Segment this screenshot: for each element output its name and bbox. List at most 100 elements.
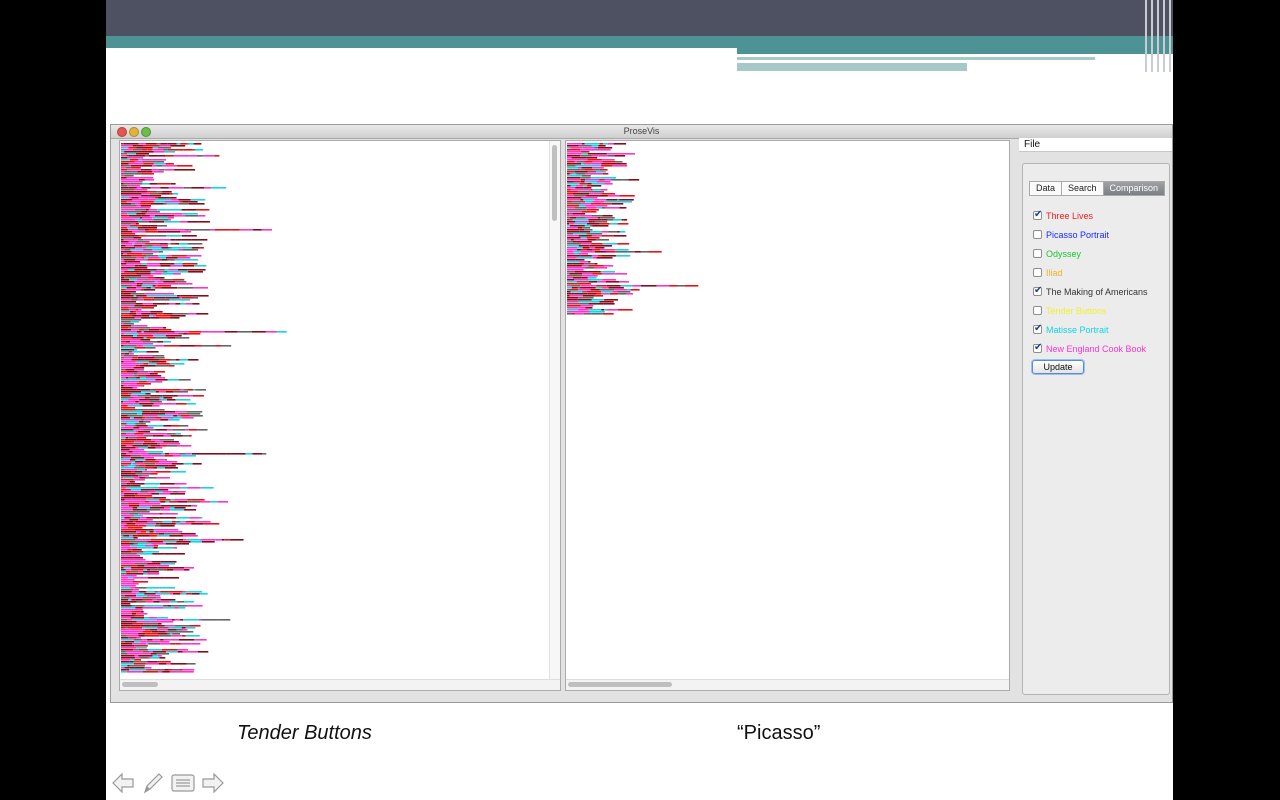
close-window-button[interactable] [117, 127, 127, 137]
document-checkbox-row[interactable]: Three Lives [1033, 206, 1148, 225]
menu-icon[interactable] [170, 770, 196, 796]
arrow-left-icon[interactable] [110, 770, 136, 796]
word-mark [121, 481, 128, 483]
word-mark [142, 471, 156, 473]
tab-search[interactable]: Search [1061, 181, 1103, 196]
word-mark [166, 433, 173, 435]
word-mark [129, 629, 145, 631]
word-mark [136, 331, 142, 333]
word-mark [159, 359, 171, 361]
word-mark [253, 229, 259, 231]
word-mark [189, 201, 198, 203]
word-mark [121, 167, 126, 169]
word-mark [179, 669, 183, 671]
word-mark [152, 315, 156, 317]
word-mark [186, 605, 203, 607]
horizontal-scrollbar[interactable] [120, 679, 560, 690]
document-checkbox-row[interactable]: Matisse Portrait [1033, 320, 1148, 339]
word-mark [121, 247, 125, 249]
word-mark [145, 601, 154, 603]
word-mark [172, 215, 175, 217]
word-mark [144, 545, 154, 547]
checkbox[interactable] [1033, 230, 1042, 239]
word-mark [175, 403, 187, 405]
scroll-thumb[interactable] [122, 682, 158, 687]
scroll-thumb[interactable] [568, 682, 672, 687]
word-mark [571, 293, 575, 295]
word-mark [121, 633, 125, 635]
word-mark [600, 189, 608, 191]
word-mark [134, 349, 138, 351]
checkbox[interactable] [1033, 306, 1042, 315]
word-mark [121, 213, 128, 215]
word-mark [601, 245, 612, 247]
word-mark [121, 375, 135, 377]
word-mark [578, 307, 586, 309]
word-mark [132, 507, 138, 509]
word-mark [599, 301, 614, 303]
word-mark [125, 583, 139, 585]
checkbox[interactable] [1033, 323, 1042, 334]
word-mark [601, 309, 604, 311]
word-mark [173, 455, 182, 457]
file-menu[interactable]: File [1019, 138, 1172, 152]
word-mark [169, 535, 183, 537]
word-mark [572, 193, 579, 195]
tab-data[interactable]: Data [1029, 181, 1062, 196]
update-button[interactable]: Update [1032, 360, 1084, 374]
word-mark [136, 531, 141, 533]
arrow-right-icon[interactable] [200, 770, 226, 796]
word-mark [573, 239, 577, 241]
word-mark [172, 193, 179, 195]
document-checkbox-row[interactable]: Tender Buttons [1033, 301, 1148, 320]
word-mark [601, 203, 612, 205]
checkbox[interactable] [1033, 209, 1042, 220]
word-mark [123, 253, 127, 255]
word-mark [130, 433, 135, 435]
word-mark [222, 539, 225, 541]
word-mark [168, 443, 180, 445]
word-mark [142, 341, 157, 343]
word-mark [121, 551, 132, 553]
visualization-pane-left[interactable] [119, 140, 561, 691]
word-mark [184, 229, 190, 231]
word-mark [574, 279, 589, 281]
word-mark [121, 267, 134, 269]
checkbox[interactable] [1033, 342, 1042, 353]
word-mark [134, 515, 143, 517]
zoom-window-button[interactable] [141, 127, 151, 137]
word-mark [588, 303, 604, 305]
word-mark [134, 325, 148, 327]
word-mark [130, 249, 136, 251]
word-mark [162, 165, 177, 167]
horizontal-scrollbar[interactable] [566, 679, 1009, 690]
word-mark [170, 633, 173, 635]
minimize-window-button[interactable] [129, 127, 139, 137]
word-mark [144, 305, 157, 307]
word-mark [167, 379, 179, 381]
scroll-thumb[interactable] [552, 145, 557, 221]
pen-icon[interactable] [140, 770, 166, 796]
word-mark [165, 413, 178, 415]
word-mark [141, 219, 154, 221]
word-mark [157, 313, 164, 315]
word-mark [574, 253, 579, 255]
document-checkbox-row[interactable]: New England Cook Book [1033, 339, 1148, 358]
checkbox[interactable] [1033, 249, 1042, 258]
document-label: Tender Buttons [1046, 305, 1107, 316]
word-mark [140, 169, 144, 171]
word-mark [121, 223, 132, 225]
checkbox[interactable] [1033, 285, 1042, 296]
tab-comparison[interactable]: Comparison [1102, 181, 1166, 196]
word-mark [199, 517, 203, 519]
document-checkbox-row[interactable]: The Making of Americans [1033, 282, 1148, 301]
word-mark [578, 301, 592, 303]
document-checkbox-row[interactable]: Picasso Portrait [1033, 225, 1148, 244]
document-checkbox-row[interactable]: Iliad [1033, 263, 1148, 282]
visualization-pane-right[interactable] [565, 140, 1010, 691]
word-mark [130, 225, 143, 227]
checkbox[interactable] [1033, 268, 1042, 277]
word-mark [159, 257, 166, 259]
vertical-scrollbar[interactable] [549, 141, 560, 680]
document-checkbox-row[interactable]: Odyssey [1033, 244, 1148, 263]
